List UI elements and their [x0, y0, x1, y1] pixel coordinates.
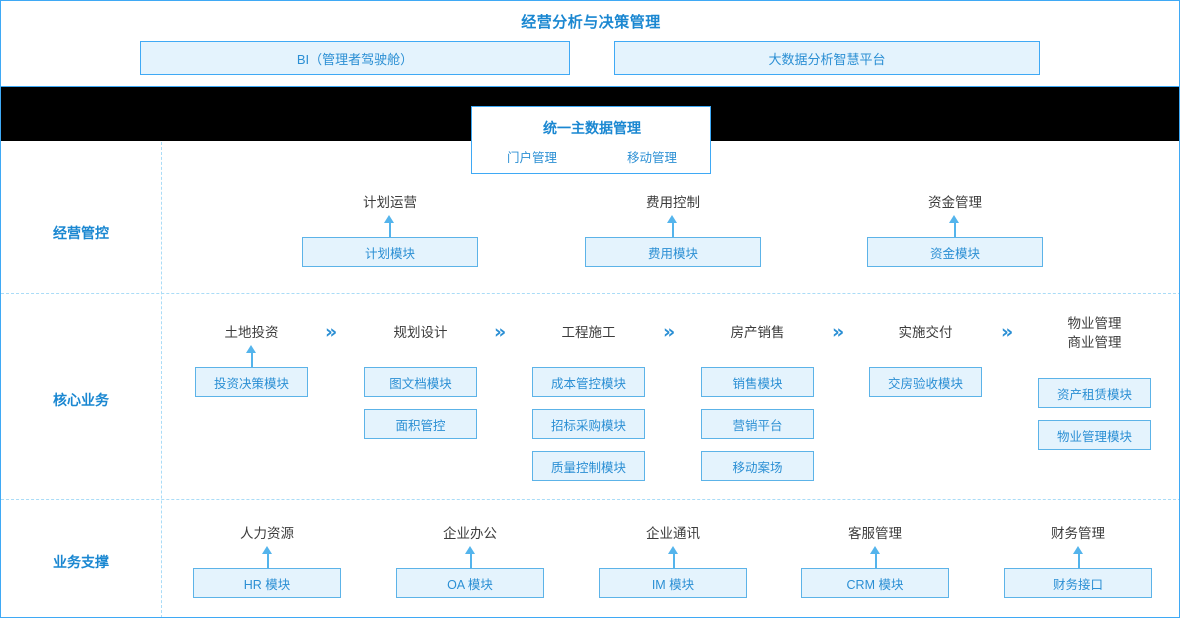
- section-label-core-business: 核心业务: [53, 392, 109, 408]
- stage-label-enterprise-office: 企业办公: [443, 526, 497, 541]
- chevron-icon-3: »: [663, 321, 676, 343]
- module-hr[interactable]: HR 模块: [193, 568, 341, 598]
- module-document[interactable]: 图文档模块: [364, 367, 477, 397]
- analytics-band-title: 经营分析与决策管理: [521, 14, 661, 31]
- row-divider-1: [1, 293, 1179, 294]
- stage-label-cost-control: 费用控制: [646, 195, 700, 210]
- arrow-up-finance: [1073, 546, 1084, 572]
- module-property-management[interactable]: 物业管理模块: [1038, 420, 1151, 450]
- arrow-up-plan: [384, 215, 395, 241]
- section-label-operations-control: 经营管控: [53, 225, 109, 241]
- chevron-icon-5: »: [1001, 321, 1014, 343]
- stage-label-enterprise-comms: 企业通讯: [646, 526, 700, 541]
- stage-label-finance: 财务管理: [1051, 526, 1105, 541]
- module-expense[interactable]: 费用模块: [585, 237, 761, 267]
- module-plan[interactable]: 计划模块: [302, 237, 478, 267]
- arrow-up-crm: [870, 546, 881, 572]
- module-asset-leasing[interactable]: 资产租赁模块: [1038, 378, 1151, 408]
- row-divider-2: [1, 499, 1179, 500]
- stage-label-planning-design: 规划设计: [393, 325, 448, 340]
- master-data-subitem-mobile[interactable]: 移动管理: [626, 151, 677, 165]
- stage-label-customer-service: 客服管理: [848, 526, 902, 541]
- module-mobile-showroom[interactable]: 移动案场: [701, 451, 814, 481]
- bigdata-platform-box[interactable]: 大数据分析智慧平台: [614, 41, 1040, 75]
- master-data-subitem-portal[interactable]: 门户管理: [506, 151, 557, 165]
- stage-label-construction: 工程施工: [561, 325, 616, 340]
- stage-label-property-line1: 物业管理: [1067, 316, 1122, 331]
- label-column-divider: [161, 142, 162, 617]
- analytics-band: 经营分析与决策管理 BI（管理者驾驶舱） 大数据分析智慧平台: [1, 1, 1179, 87]
- module-bidding-procurement[interactable]: 招标采购模块: [532, 409, 645, 439]
- arrow-up-fund: [949, 215, 960, 241]
- arrow-up-im: [668, 546, 679, 572]
- module-handover-acceptance[interactable]: 交房验收模块: [869, 367, 982, 397]
- stage-label-delivery: 实施交付: [898, 325, 953, 340]
- master-data-subitems: 门户管理 移动管理: [472, 147, 712, 166]
- arrow-up-hr: [262, 546, 273, 572]
- master-data-title: 统一主数据管理: [543, 120, 641, 136]
- module-investment-decision[interactable]: 投资决策模块: [195, 367, 308, 397]
- module-im[interactable]: IM 模块: [599, 568, 747, 598]
- section-label-business-support: 业务支撑: [53, 554, 109, 570]
- arrow-up-oa: [465, 546, 476, 572]
- module-quality-control[interactable]: 质量控制模块: [532, 451, 645, 481]
- module-fund[interactable]: 资金模块: [867, 237, 1043, 267]
- stage-label-plan-operations: 计划运营: [363, 195, 417, 210]
- chevron-icon-4: »: [832, 321, 845, 343]
- stage-label-property-commercial: 物业管理 商业管理: [1038, 314, 1151, 352]
- stage-label-fund-management: 资金管理: [928, 195, 982, 210]
- chevron-icon-1: »: [325, 321, 338, 343]
- stage-label-land-investment: 土地投资: [224, 325, 279, 340]
- arrow-up-expense: [667, 215, 678, 241]
- stage-label-property-sales: 房产销售: [730, 325, 785, 340]
- module-marketing-platform[interactable]: 营销平台: [701, 409, 814, 439]
- module-cost-control[interactable]: 成本管控模块: [532, 367, 645, 397]
- chevron-icon-2: »: [494, 321, 507, 343]
- module-oa[interactable]: OA 模块: [396, 568, 544, 598]
- master-data-card[interactable]: 统一主数据管理 门户管理 移动管理: [471, 106, 711, 174]
- arrow-up-land-investment: [246, 345, 257, 371]
- stage-label-human-resources: 人力资源: [240, 526, 294, 541]
- bi-cockpit-box[interactable]: BI（管理者驾驶舱）: [140, 41, 570, 75]
- module-finance-interface[interactable]: 财务接口: [1004, 568, 1152, 598]
- stage-label-property-line2: 商业管理: [1067, 335, 1122, 350]
- module-sales[interactable]: 销售模块: [701, 367, 814, 397]
- module-crm[interactable]: CRM 模块: [801, 568, 949, 598]
- module-area-control[interactable]: 面积管控: [364, 409, 477, 439]
